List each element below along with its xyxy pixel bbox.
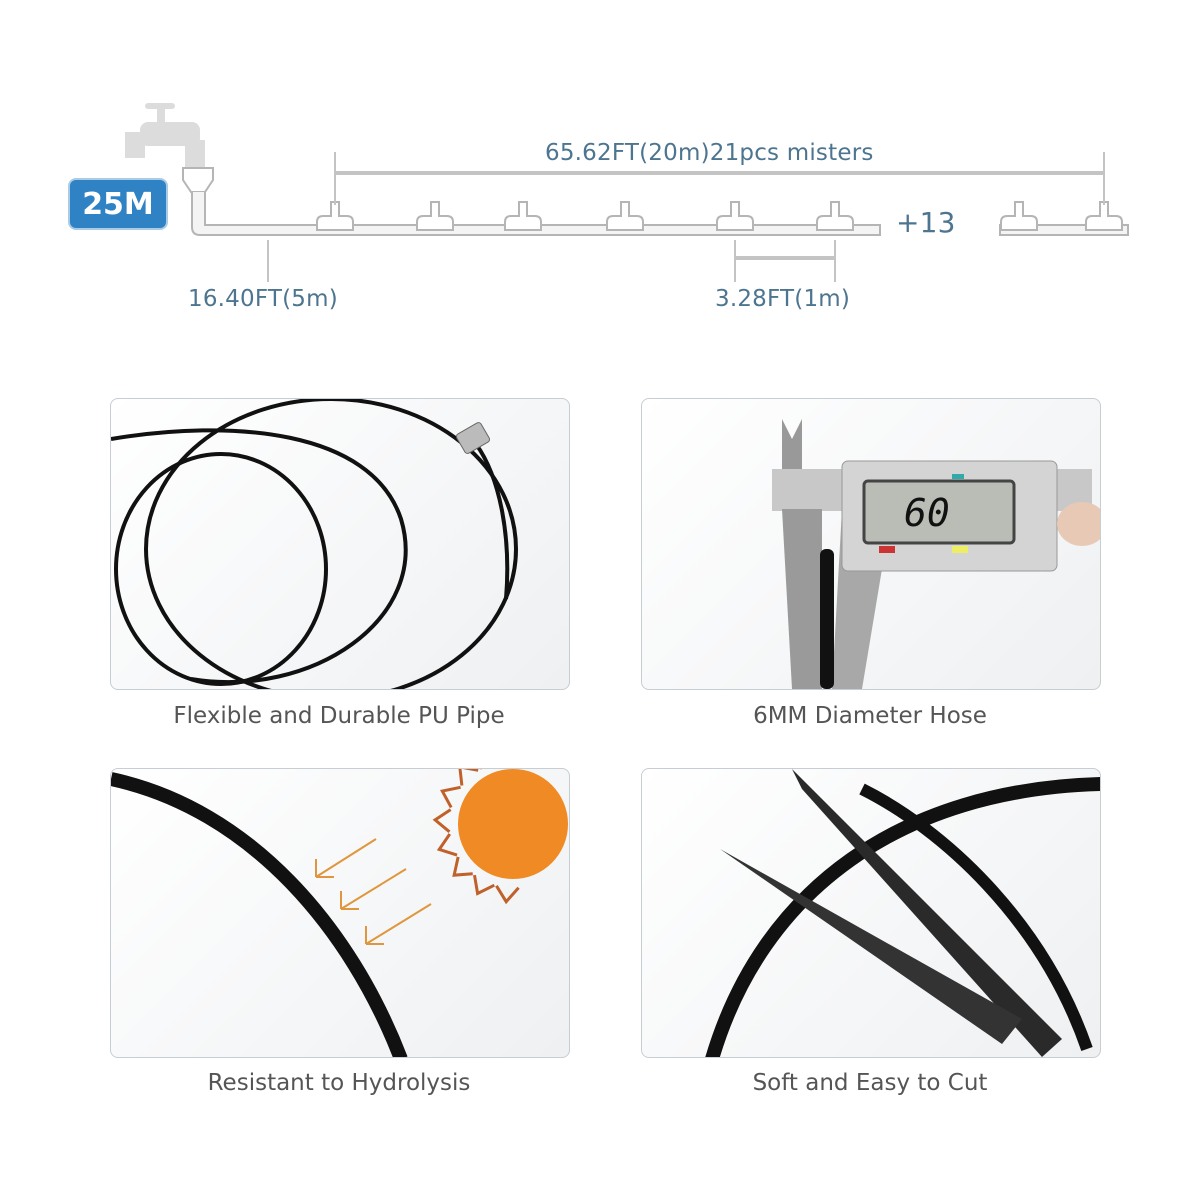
feature-caption: Soft and Easy to Cut (752, 1070, 988, 1096)
sun-ray (495, 885, 520, 905)
feature-caption: Flexible and Durable PU Pipe (173, 703, 505, 729)
feature-image-hydrolysis (110, 768, 570, 1058)
sun-icon (432, 769, 568, 905)
caliper-reading: 60 (904, 491, 950, 535)
mister-tee-icon (416, 201, 454, 231)
sun-hose-image (111, 769, 568, 1057)
caliper-image (772, 419, 1100, 689)
sun-ray (440, 785, 461, 809)
hose-fitting (455, 422, 491, 454)
feature-caption: 6MM Diameter Hose (753, 703, 987, 729)
total-length-badge: 25M (70, 180, 166, 228)
lead-hose-label: 16.40FT(5m) (188, 286, 338, 312)
mister-tee-icon (606, 201, 644, 231)
mister-tee-icon (816, 201, 854, 231)
mister-tee-icon (716, 201, 754, 231)
sun-ray (452, 856, 473, 877)
faucet-icon (125, 103, 205, 168)
feature-image-pu-pipe (110, 398, 570, 690)
coiled-hose-image (111, 399, 518, 689)
mister-tee-icon (504, 201, 542, 231)
sun-ray (473, 874, 495, 896)
heat-arrows-icon (315, 838, 432, 945)
sun-ray (436, 833, 458, 857)
mister-tee-icon (1085, 201, 1123, 231)
spacing-label: 3.28FT(1m) (715, 286, 851, 312)
mister-tee-icon (1000, 201, 1038, 231)
hose-diagram-drawing (125, 103, 1129, 282)
sun-ray (432, 808, 452, 833)
feature-caption: Resistant to Hydrolysis (207, 1070, 471, 1096)
feature-image-caliper: 60 (641, 398, 1101, 690)
more-misters-count: +13 (896, 206, 956, 239)
misters-span-label: 65.62FT(20m)21pcs misters (545, 140, 874, 166)
sun-ray (458, 769, 479, 786)
feature-image-cut (641, 768, 1101, 1058)
hose-layout-diagram: 25M 65.62FT(20m)21pcs misters 16.40FT(5m… (0, 0, 1200, 340)
scissors-hose-image (705, 769, 1100, 1057)
mister-tee-icon (316, 201, 354, 231)
